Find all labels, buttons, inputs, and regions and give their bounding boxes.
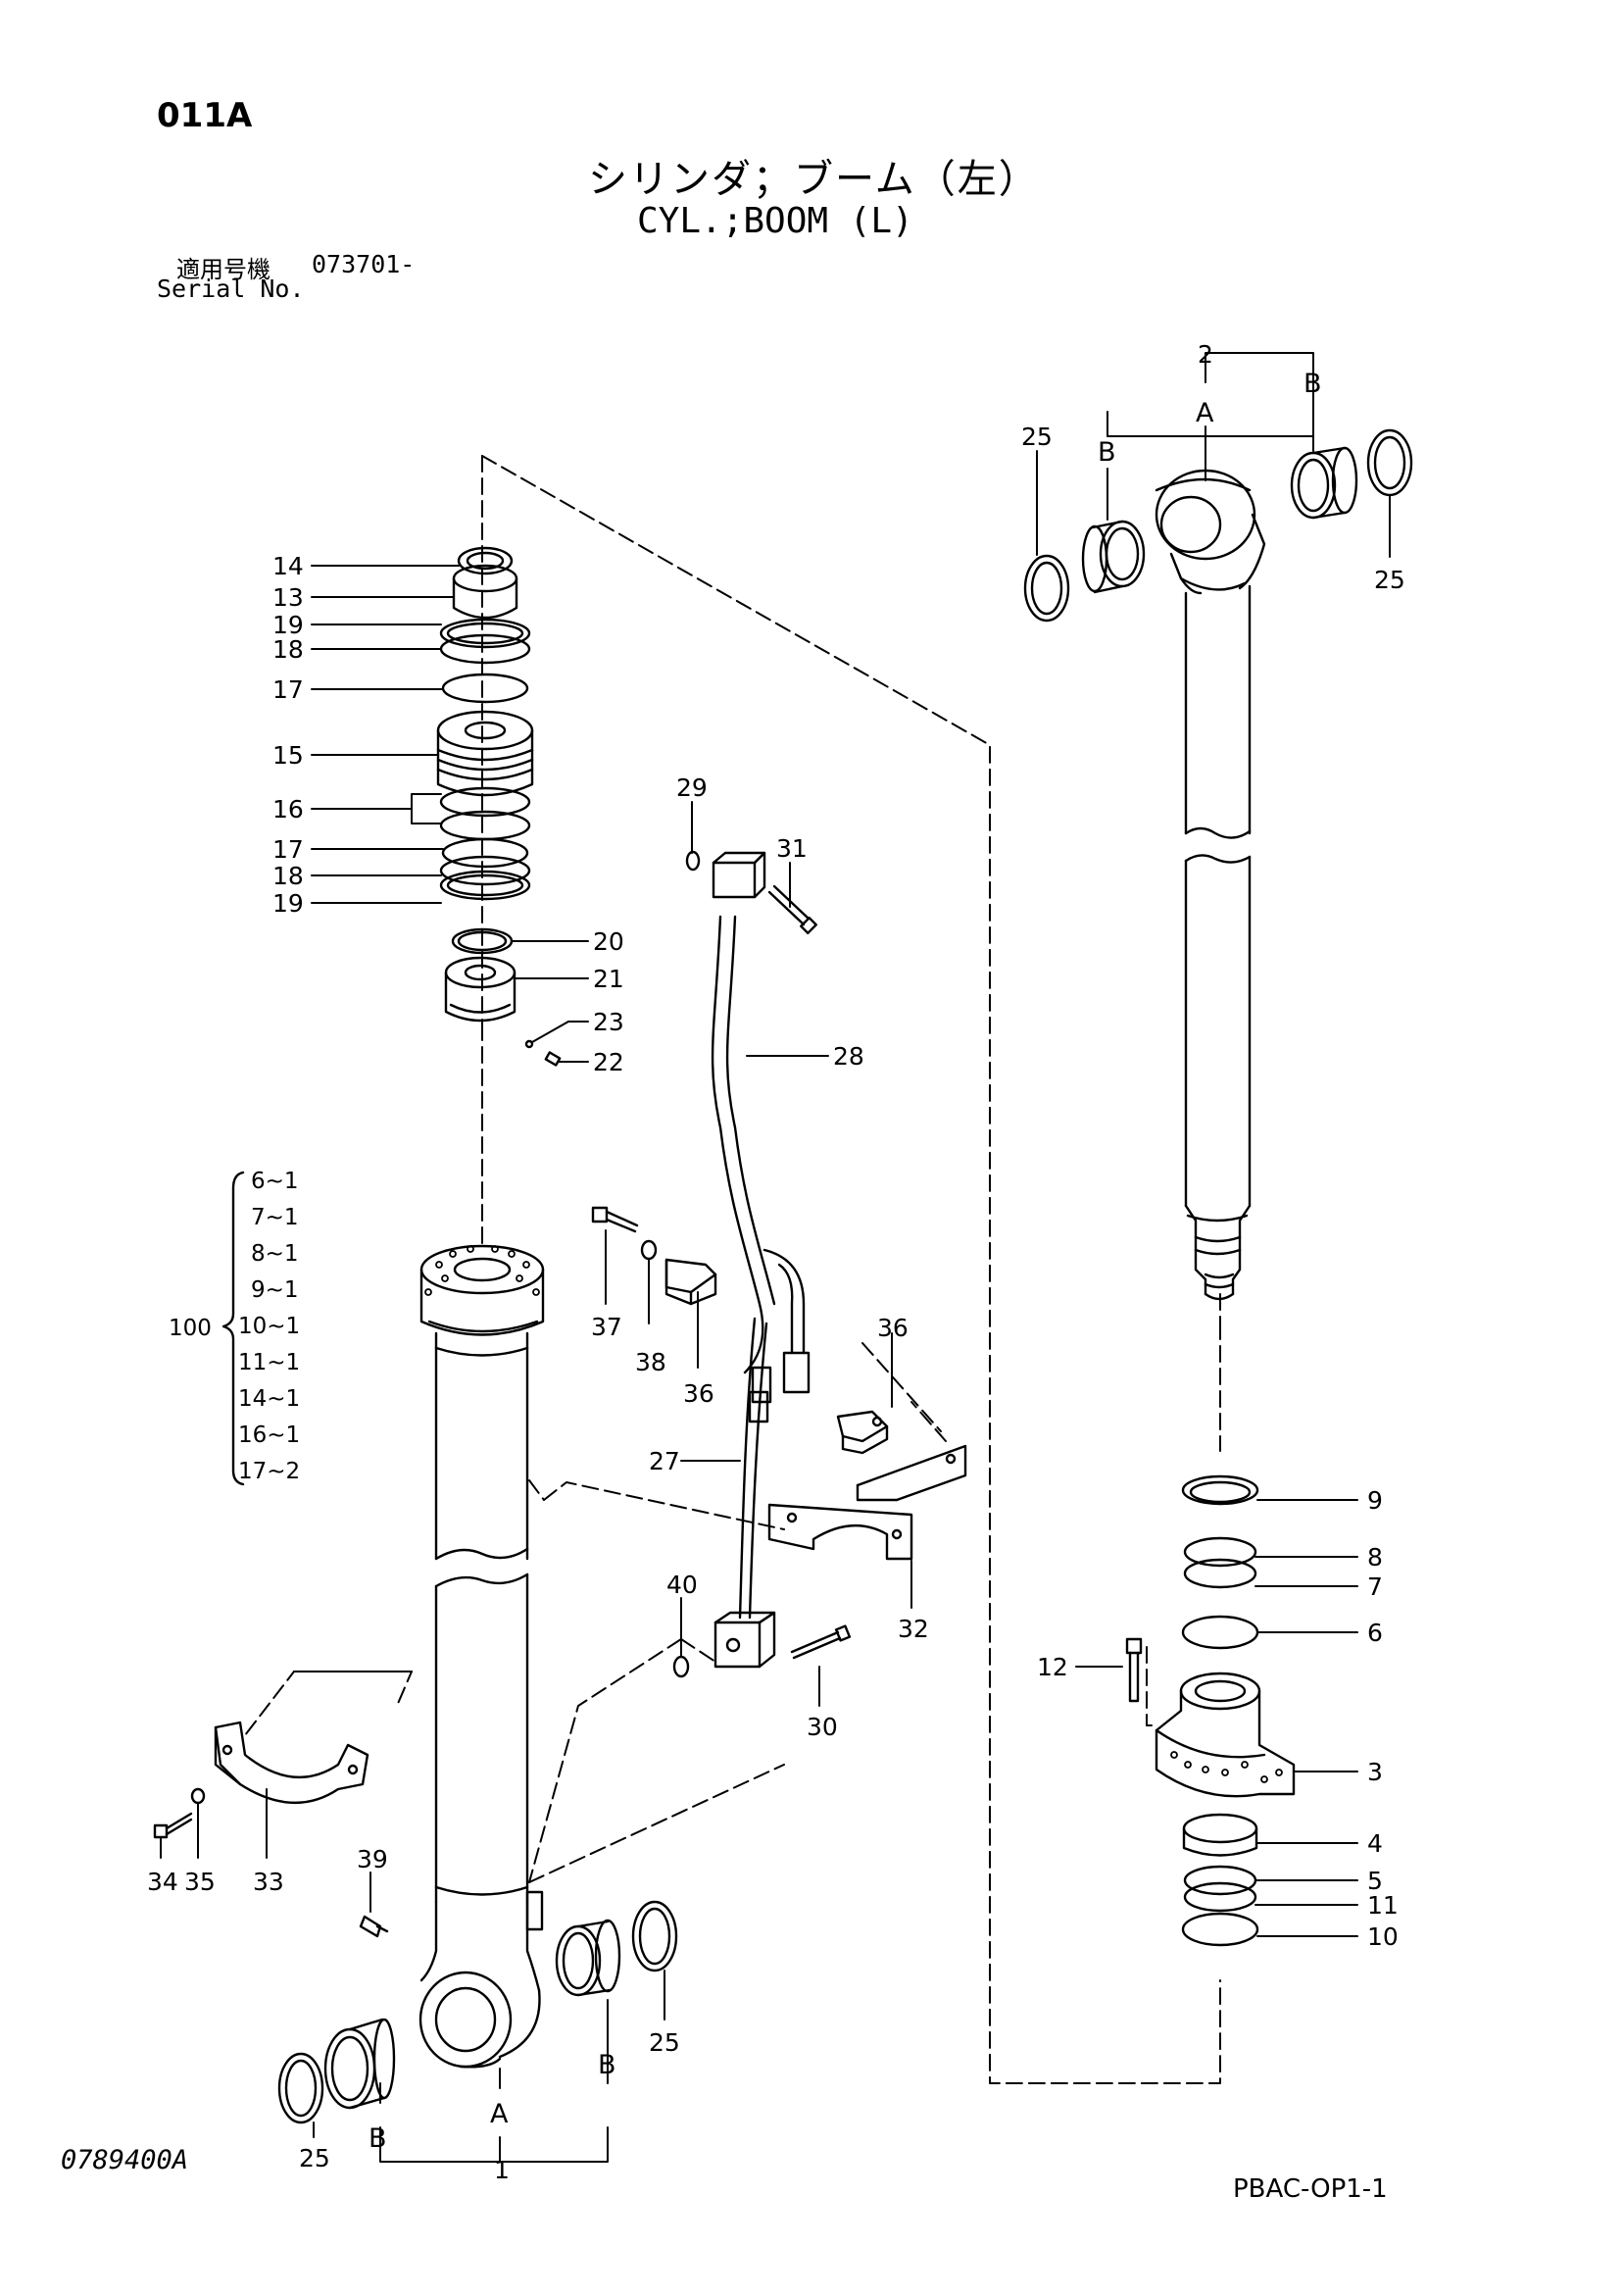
callout-4: 4	[1367, 1829, 1383, 1858]
callout-30: 30	[807, 1713, 838, 1741]
callout-9: 9	[1367, 1486, 1383, 1515]
kit-number: 100	[169, 1316, 212, 1341]
callout-16: 16	[272, 795, 304, 824]
callout-36: 36	[683, 1379, 714, 1408]
callout-36: 36	[877, 1314, 909, 1342]
callout-1: 1	[494, 2156, 510, 2184]
callout-3: 3	[1367, 1758, 1383, 1786]
kit-item: 11~1	[238, 1350, 300, 1375]
callout-19: 19	[272, 611, 304, 639]
assembly-lines	[244, 455, 1221, 2084]
kit-item: 9~1	[251, 1277, 299, 1303]
drawing-id: 0789400A	[61, 2145, 189, 2175]
kit-item: 6~1	[251, 1169, 299, 1194]
letter-a-bottom: A	[490, 2099, 509, 2129]
footer-code: PBAC-OP1-1	[1233, 2174, 1388, 2204]
title-japanese: シリンダ；ブーム（左）	[588, 157, 1040, 202]
cylinder-tube-assembly	[418, 1244, 545, 2069]
callout-33: 33	[253, 1868, 284, 1896]
piston-rod-assembly	[1155, 469, 1266, 1301]
callout-25: 25	[649, 2028, 680, 2057]
callouts: 14 13 19 18 17 15 16 17 18 19 20 21 23 2…	[147, 340, 1405, 2184]
callout-11: 11	[1367, 1891, 1399, 1920]
callout-5: 5	[1367, 1867, 1383, 1895]
letter-b-bottom-left: B	[369, 2123, 387, 2154]
assembly-letters: A B B A B B	[369, 369, 1322, 2154]
callout-39: 39	[357, 1845, 388, 1873]
callout-25: 25	[1021, 423, 1053, 451]
callout-40: 40	[666, 1571, 698, 1599]
callout-34: 34	[147, 1868, 178, 1896]
kit-item: 10~1	[238, 1314, 300, 1339]
callout-25: 25	[299, 2144, 330, 2172]
callout-38: 38	[635, 1348, 666, 1376]
page-code: 011A	[157, 96, 253, 135]
callout-25: 25	[1374, 566, 1405, 594]
callout-35: 35	[184, 1868, 216, 1896]
callout-15: 15	[272, 741, 304, 770]
serial-label-english: Serial No.	[157, 275, 305, 303]
callout-7: 7	[1367, 1572, 1383, 1601]
pin-bushings	[277, 428, 1413, 2124]
kit-item: 17~2	[238, 1459, 300, 1484]
callout-20: 20	[593, 927, 624, 956]
callout-27: 27	[649, 1447, 680, 1475]
callout-31: 31	[776, 834, 808, 863]
callout-18: 18	[272, 862, 304, 890]
callout-10: 10	[1367, 1922, 1399, 1951]
callout-22: 22	[593, 1048, 624, 1076]
callout-32: 32	[898, 1615, 929, 1643]
serial-number: 073701-	[312, 250, 416, 278]
kit-item: 8~1	[251, 1241, 299, 1267]
leader-lines	[160, 352, 1391, 2163]
callout-18: 18	[272, 635, 304, 664]
callout-17: 17	[272, 835, 304, 864]
callout-14: 14	[272, 552, 304, 580]
letter-b-top-left: B	[1098, 437, 1116, 468]
callout-19: 19	[272, 889, 304, 918]
kit-list: 100 6~1 7~1 8~1 9~1 10~1 11~1 14~1 16~1 …	[169, 1169, 300, 1484]
callout-12: 12	[1037, 1653, 1068, 1681]
callout-29: 29	[676, 774, 708, 802]
callout-21: 21	[593, 965, 624, 993]
callout-23: 23	[593, 1008, 624, 1036]
kit-brace	[221, 1171, 245, 1486]
serial-label-japanese: 適用号機	[176, 256, 270, 283]
callout-8: 8	[1367, 1543, 1383, 1572]
letter-b-bottom-right: B	[598, 2050, 616, 2080]
callout-28: 28	[833, 1042, 864, 1071]
callout-17: 17	[272, 675, 304, 704]
piston-stack	[436, 546, 562, 1067]
letter-b-top-right: B	[1303, 369, 1322, 399]
callout-13: 13	[272, 583, 304, 612]
kit-item: 14~1	[238, 1386, 300, 1412]
callout-6: 6	[1367, 1619, 1383, 1647]
title-english: CYL.;BOOM (L)	[637, 201, 913, 241]
kit-item: 7~1	[251, 1205, 299, 1230]
callout-2: 2	[1198, 340, 1213, 369]
kit-item: 16~1	[238, 1423, 300, 1448]
callout-37: 37	[591, 1313, 622, 1341]
rod-head-parts	[1125, 1474, 1296, 1947]
letter-a-top: A	[1196, 398, 1214, 428]
